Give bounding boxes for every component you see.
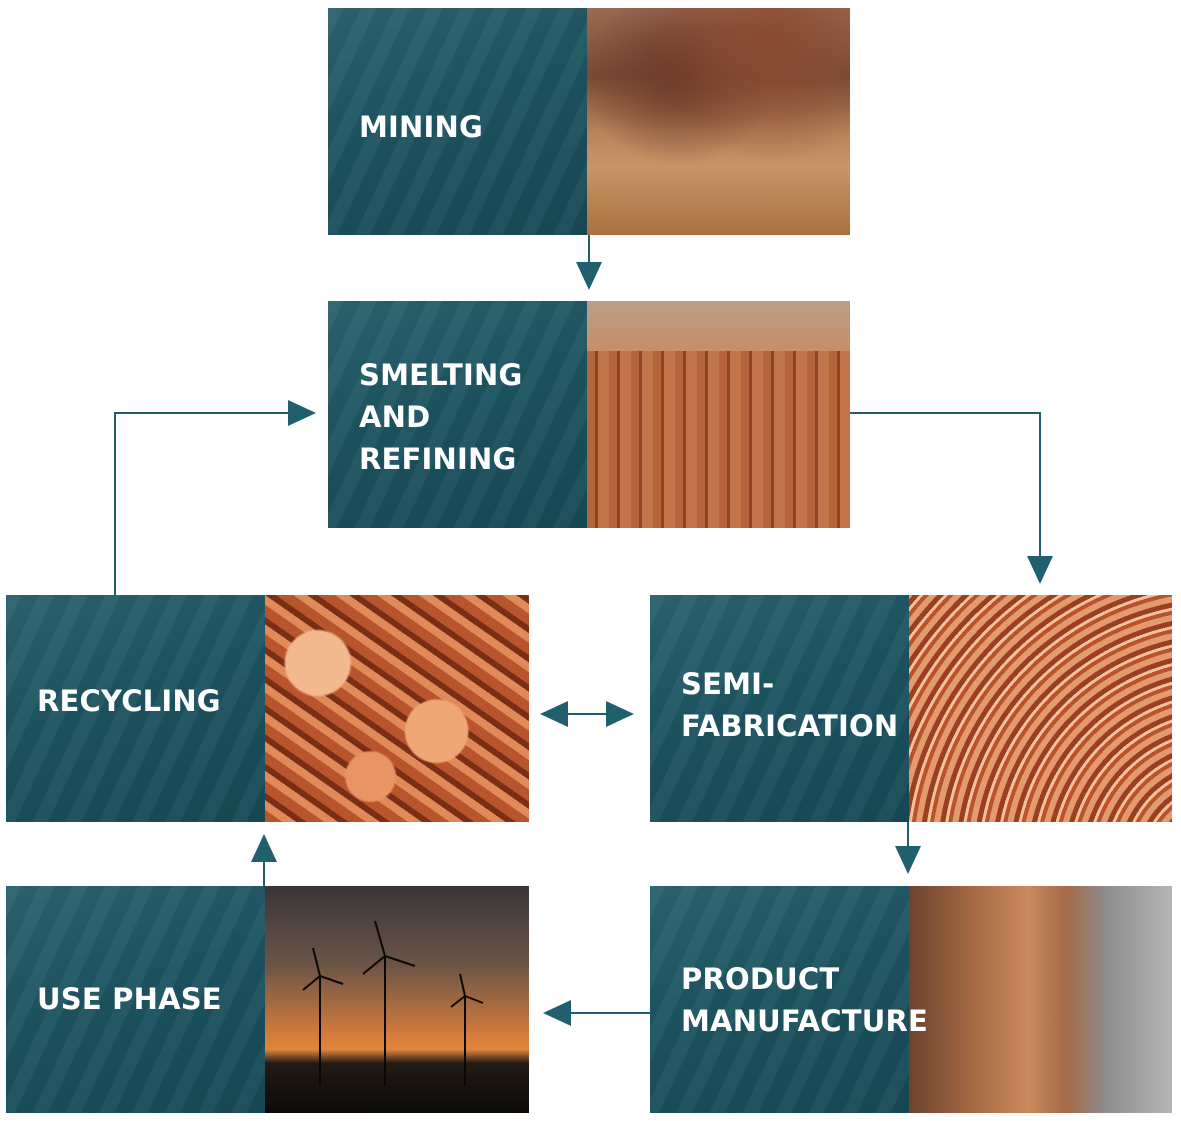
label-line: AND (359, 400, 431, 434)
stage-recycling-label: RECYCLING (37, 680, 221, 722)
wind-turbines-icon (302, 920, 484, 1086)
stage-semi-fabrication-label: SEMI- FABRICATION (681, 663, 898, 747)
label-line: REFINING (359, 442, 517, 476)
recycling-photo (265, 595, 529, 822)
label-line: MANUFACTURE (681, 1004, 929, 1038)
smelting-photo-top (587, 301, 850, 351)
stage-product-manufacture-label: PRODUCT MANUFACTURE (681, 958, 928, 1042)
arrow-up-icon (114, 412, 295, 595)
stage-product-manufacture: PRODUCT MANUFACTURE (650, 886, 1172, 1113)
stage-semi-fabrication-panel (650, 595, 909, 822)
smelting-photo (587, 301, 850, 528)
label-line: SMELTING (359, 358, 523, 392)
label-line: RECYCLING (37, 684, 221, 718)
label-line: SEMI- (681, 667, 775, 701)
stage-smelting-label: SMELTING AND REFINING (359, 354, 522, 480)
label-line: PRODUCT (681, 962, 840, 996)
stage-use-phase: USE PHASE (6, 886, 529, 1113)
mining-photo (587, 8, 850, 235)
stage-recycling-panel (6, 595, 265, 822)
stage-mining-panel (328, 8, 587, 235)
stage-product-manufacture-panel (650, 886, 909, 1113)
stage-semi-fabrication: SEMI- FABRICATION (650, 595, 1172, 822)
stage-mining: MINING (328, 8, 850, 235)
stage-smelting: SMELTING AND REFINING (328, 301, 850, 528)
use-phase-photo (265, 886, 529, 1113)
stage-use-phase-panel (6, 886, 265, 1113)
stage-smelting-panel (328, 301, 587, 528)
stage-recycling: RECYCLING (6, 595, 529, 822)
label-line: MINING (359, 110, 483, 144)
product-manufacture-photo (909, 886, 1172, 1113)
arrow-right-icon (850, 412, 1041, 560)
label-line: USE PHASE (37, 982, 222, 1016)
label-line: FABRICATION (681, 709, 899, 743)
stage-mining-label: MINING (359, 106, 483, 148)
semi-fabrication-photo (909, 595, 1172, 822)
stage-use-phase-label: USE PHASE (37, 978, 222, 1020)
